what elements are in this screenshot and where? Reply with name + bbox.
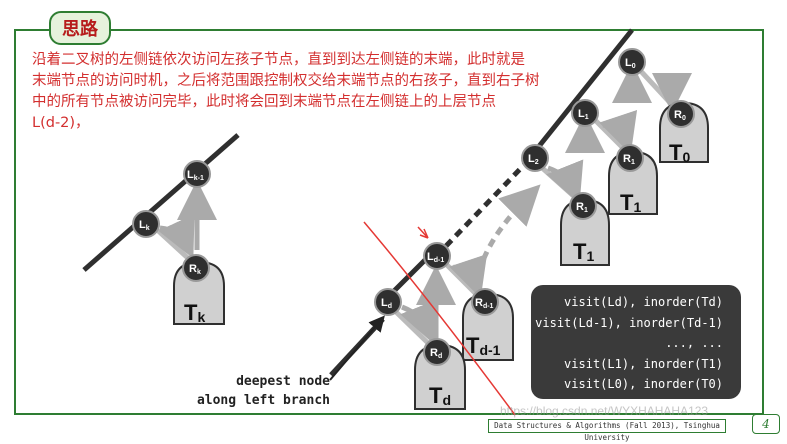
node-r1: R1 [569, 192, 597, 220]
code-line: visit(Ld-1), inorder(Td-1) [535, 315, 723, 330]
description-line: 沿着二叉树的左侧链依次访问左孩子节点，直到到达左侧链的末端，此时就是 [32, 52, 525, 68]
node-l1: L1 [571, 99, 599, 127]
svg-text:R1: R1 [576, 201, 588, 214]
svg-text:L1: L1 [578, 108, 589, 121]
red-annotation-arrow-icon [417, 226, 429, 239]
traversal-code-box: visit(Ld), inorder(Td) visit(Ld-1), inor… [531, 285, 741, 399]
code-line: visit(L1), inorder(T1) [564, 356, 723, 371]
node-lk: Lk [132, 210, 160, 238]
deepest-node-caption: deepest node along left branch [170, 372, 330, 410]
node-rd: Rd [423, 338, 451, 366]
code-line: visit(L0), inorder(T0) [564, 377, 723, 391]
watermark-text: https://blog.csdn.net/WYXHAHAHA123 [500, 404, 709, 418]
node-r0: R0 [667, 100, 695, 128]
description-line: 中的所有节点被访问完毕，此时将会回到末端节点在左侧链上的上层节点 [32, 94, 496, 110]
svg-text:Lk-1: Lk-1 [187, 169, 204, 182]
subtree-label-t1a: T1 [620, 190, 641, 215]
left-chain-segment [82, 133, 240, 272]
svg-text:Lk: Lk [139, 219, 150, 232]
node-ld: Ld [374, 288, 402, 316]
return-arrow-icon [546, 159, 584, 204]
description-text: 沿着二叉树的左侧链依次访问左孩子节点，直到到达左侧链的末端，此时就是 末端节点的… [32, 50, 592, 134]
caption-pointer-arrow-icon [329, 315, 385, 381]
return-arrow-icon [400, 299, 438, 344]
svg-text:R1: R1 [623, 153, 635, 166]
subtree-label-t1b: T1 [573, 239, 594, 264]
svg-text:L2: L2 [528, 153, 539, 166]
caption-line: deepest node [236, 374, 330, 389]
node-ld1: Ld-1 [423, 242, 451, 270]
svg-text:Ld: Ld [381, 297, 392, 310]
node-rk: Rk [182, 254, 210, 282]
svg-text:Ld-1: Ld-1 [427, 251, 444, 264]
page-number: 4 [752, 414, 780, 434]
svg-text:Rd: Rd [430, 347, 442, 360]
code-line: ..., ... [665, 336, 723, 350]
return-arrow-icon [449, 253, 488, 299]
svg-text:Rk: Rk [189, 263, 201, 276]
course-footer: Data Structures & Algorithms (Fall 2013)… [488, 419, 726, 442]
description-line: L(d-2)， [32, 115, 90, 131]
slide-title-badge: 思路 [49, 11, 111, 45]
svg-text:R0: R0 [674, 109, 686, 122]
return-arrow-icon [651, 72, 692, 113]
subtree-label-td1: Td-1 [466, 333, 501, 358]
description-line: 末端节点的访问时机，之后将范围跟控制权交给末端节点的右孩子，直到右子树 [32, 73, 540, 89]
subtree-label-t0: T0 [669, 140, 690, 165]
node-lk1: Lk-1 [183, 160, 211, 188]
svg-text:L0: L0 [625, 57, 636, 70]
caption-line: along left branch [196, 393, 330, 408]
return-arrow-icon [158, 213, 195, 259]
subtree-label-tk: Tk [184, 300, 205, 325]
red-annotation-line [363, 221, 516, 416]
svg-text:Rd-1: Rd-1 [475, 297, 494, 310]
node-rd1: Rd-1 [471, 288, 499, 316]
chain-upper-segment [522, 28, 634, 167]
traversal-diagram: Tk T0 T1 T1 Td-1 Td Lk Lk-1 Rk L0 R0 L1 … [82, 28, 709, 416]
slide-title: 思路 [62, 19, 98, 40]
node-l2: L2 [521, 144, 549, 172]
slide-frame [14, 29, 764, 415]
subtree-label-td: Td [429, 383, 451, 408]
code-line: visit(Ld), inorder(Td) [564, 295, 723, 309]
dashed-return-arrow-icon [474, 184, 541, 287]
return-arrow-icon [599, 109, 638, 155]
node-l0: L0 [618, 48, 646, 76]
node-r1: R1 [616, 144, 644, 172]
chain-dotted-segment [444, 163, 526, 248]
